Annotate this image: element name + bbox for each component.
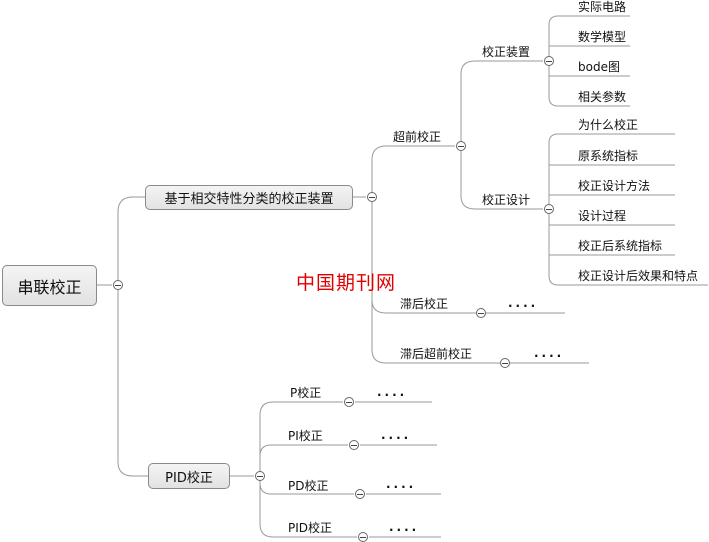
device-item-circuit[interactable]: 实际电路 — [578, 0, 627, 14]
p-collapse-toggle[interactable] — [344, 397, 354, 407]
lag-lead-collapse-toggle[interactable] — [500, 358, 510, 368]
design-item-original-spec[interactable]: 原系统指标 — [578, 149, 639, 163]
device-item-bode[interactable]: bode图 — [578, 60, 620, 74]
node-pd-correction[interactable]: PD校正 — [288, 479, 329, 493]
branch-a-collapse-toggle[interactable] — [367, 192, 377, 202]
design-item-process[interactable]: 设计过程 — [578, 209, 627, 223]
node-p-correction[interactable]: P校正 — [290, 386, 322, 400]
lag-more-ellipsis: ···· — [508, 299, 539, 313]
device-item-model[interactable]: 数学模型 — [578, 30, 627, 44]
design-item-after-spec[interactable]: 校正后系统指标 — [578, 239, 663, 253]
pid-sub-more-ellipsis: ···· — [389, 523, 420, 537]
node-lag-correction[interactable]: 滞后校正 — [400, 297, 449, 311]
root-node[interactable]: 串联校正 — [2, 265, 97, 306]
pi-collapse-toggle[interactable] — [349, 440, 359, 450]
design-item-why[interactable]: 为什么校正 — [578, 118, 639, 132]
node-correction-design[interactable]: 校正设计 — [482, 193, 531, 207]
node-pi-correction[interactable]: PI校正 — [288, 429, 323, 443]
node-pid-sub-correction[interactable]: PID校正 — [288, 521, 333, 535]
lag-collapse-toggle[interactable] — [476, 308, 486, 318]
node-lead-correction[interactable]: 超前校正 — [393, 130, 442, 144]
lag-lead-more-ellipsis: ···· — [534, 349, 565, 363]
branch-node-pid[interactable]: PID校正 — [148, 463, 230, 489]
design-item-method[interactable]: 校正设计方法 — [578, 179, 651, 193]
lead-collapse-toggle[interactable] — [456, 141, 466, 151]
pd-more-ellipsis: ···· — [386, 480, 417, 494]
design-item-effect[interactable]: 校正设计后效果和特点 — [578, 269, 699, 283]
device-item-params[interactable]: 相关参数 — [578, 90, 627, 104]
node-lag-lead-correction[interactable]: 滞后超前校正 — [400, 347, 473, 361]
watermark-text: 中国期刊网 — [296, 272, 397, 294]
pi-more-ellipsis: ···· — [381, 431, 412, 445]
device-collapse-toggle[interactable] — [544, 56, 554, 66]
pid-collapse-toggle[interactable] — [255, 471, 265, 481]
branch-node-characteristic[interactable]: 基于相交特性分类的校正装置 — [145, 185, 353, 210]
design-collapse-toggle[interactable] — [544, 204, 554, 214]
node-correction-device[interactable]: 校正装置 — [482, 45, 531, 59]
root-collapse-toggle[interactable] — [113, 280, 123, 290]
p-more-ellipsis: ···· — [377, 388, 408, 402]
pd-collapse-toggle[interactable] — [355, 489, 365, 499]
